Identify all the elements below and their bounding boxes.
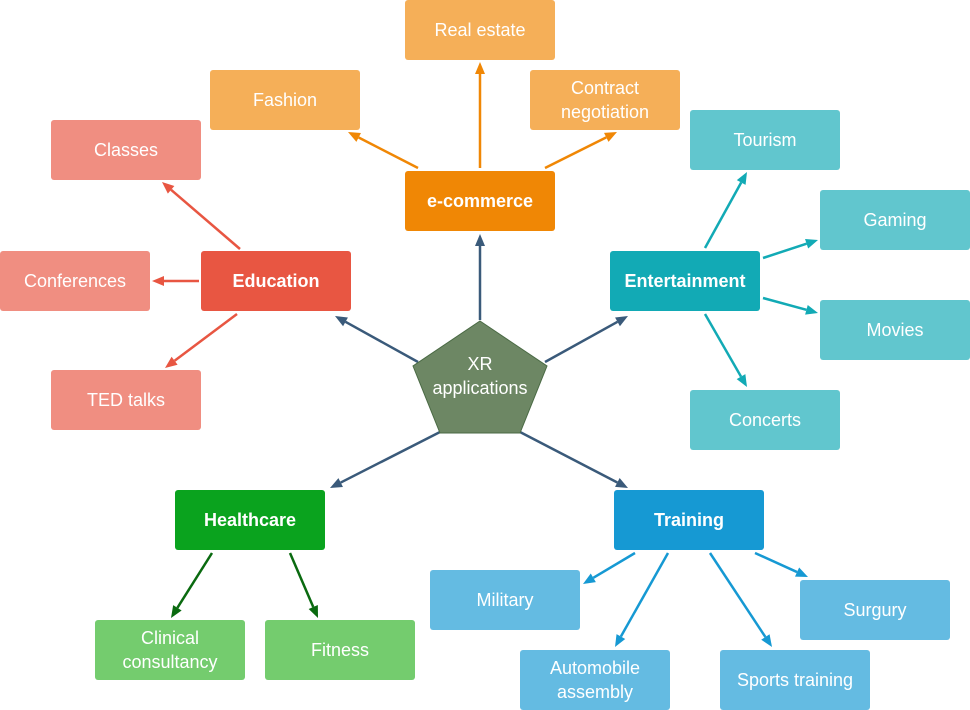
edge-training-surgury (754, 551, 808, 577)
contract-negotiation-node[interactable]: Contract negotiation (530, 70, 680, 130)
ecommerce-node[interactable]: e-commerce (405, 171, 555, 231)
edge-training-automobile (615, 552, 670, 647)
movies-node[interactable]: Movies (820, 300, 970, 360)
edge-center-healthcare (330, 430, 441, 488)
surgury-node[interactable]: Surgury (800, 580, 950, 640)
edge-entertainment-concerts (703, 313, 747, 387)
edge-training-sports (708, 552, 772, 647)
education-node[interactable]: Education (201, 251, 351, 311)
military-node[interactable]: Military (430, 570, 580, 630)
entertainment-node[interactable]: Entertainment (610, 251, 760, 311)
edge-healthcare-fitness (288, 552, 318, 618)
edge-education-ted (165, 312, 238, 368)
healthcare-node[interactable]: Healthcare (175, 490, 325, 550)
fashion-node[interactable]: Fashion (210, 70, 360, 130)
clinical-consultancy-node[interactable]: Clinical consultancy (95, 620, 245, 680)
edge-center-training (519, 430, 628, 488)
edge-ecommerce-fashion (348, 132, 419, 170)
edge-center-ecommerce (475, 234, 485, 320)
concerts-node[interactable]: Concerts (690, 390, 840, 450)
edge-ecommerce-real-estate (475, 62, 485, 168)
automobile-assembly-node[interactable]: Automobile assembly (520, 650, 670, 710)
edge-center-education (335, 316, 419, 364)
classes-node[interactable]: Classes (51, 120, 201, 180)
ted-talks-node[interactable]: TED talks (51, 370, 201, 430)
edge-healthcare-clinical (171, 552, 214, 618)
edge-education-conferences (152, 276, 199, 286)
center-label: XR applications (432, 354, 528, 398)
edge-entertainment-movies (762, 296, 818, 315)
edge-ecommerce-contract (544, 132, 617, 170)
edge-entertainment-tourism (703, 172, 747, 249)
tourism-node[interactable]: Tourism (690, 110, 840, 170)
fitness-node[interactable]: Fitness (265, 620, 415, 680)
edge-education-classes (162, 182, 241, 250)
real-estate-node[interactable]: Real estate (405, 0, 555, 60)
sports-training-node[interactable]: Sports training (720, 650, 870, 710)
conferences-node[interactable]: Conferences (0, 251, 150, 311)
center-pentagon[interactable] (412, 320, 548, 436)
edge-training-military (583, 551, 636, 584)
gaming-node[interactable]: Gaming (820, 190, 970, 250)
edge-center-entertainment (544, 316, 628, 364)
training-node[interactable]: Training (614, 490, 764, 550)
edge-entertainment-gaming (762, 238, 818, 260)
